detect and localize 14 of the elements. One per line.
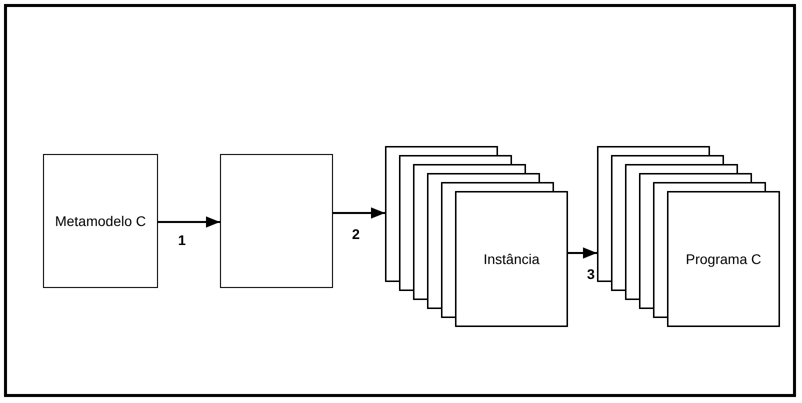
arrow — [158, 216, 220, 228]
diagram-frame — [4, 4, 796, 397]
box-text: Metamodelo C — [54, 212, 148, 230]
process-box — [43, 154, 158, 288]
stacked-boxes — [597, 146, 780, 327]
edge-label: 3 — [585, 266, 597, 282]
edge-label: 2 — [350, 226, 362, 242]
blank-box — [220, 154, 333, 288]
stacked-boxes — [385, 146, 568, 327]
arrow — [568, 247, 597, 259]
box-text: Programa C — [684, 250, 762, 268]
edge-label: 1 — [176, 232, 188, 248]
box-text: Instância — [482, 250, 541, 268]
arrow — [333, 207, 385, 219]
